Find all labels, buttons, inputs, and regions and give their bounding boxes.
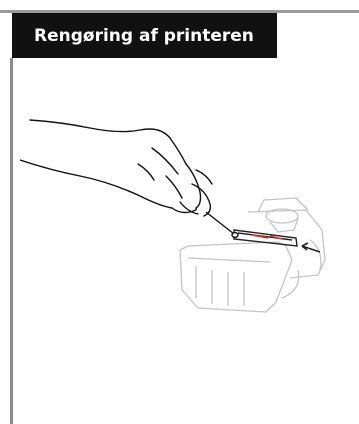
printer-cleaning-illustration xyxy=(20,100,340,340)
cleaning-illustration-svg xyxy=(20,100,340,340)
printhead-drawing xyxy=(234,230,320,252)
printer-drawing xyxy=(180,198,325,312)
cleaning-swab-drawing xyxy=(206,212,238,237)
section-title-tab: Rengøring af printeren xyxy=(12,13,277,58)
page-title: Rengøring af printeren xyxy=(34,26,254,46)
hand-drawing xyxy=(20,120,212,216)
side-rule xyxy=(10,58,13,424)
